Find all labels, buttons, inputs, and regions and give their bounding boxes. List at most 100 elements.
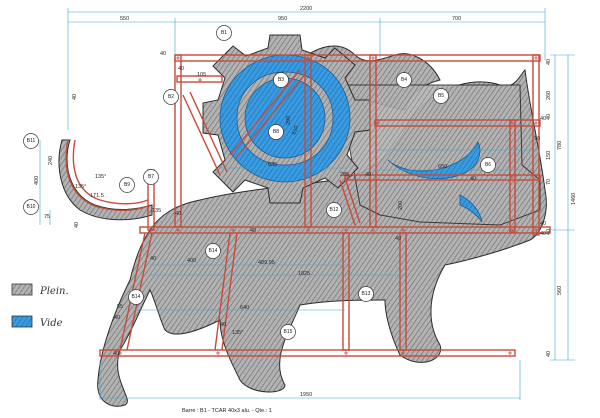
dimension-texts: 2200 550 950 700 1460 780 560 40 260 10 …: [34, 6, 577, 398]
svg-text:B9: B9: [124, 182, 130, 188]
joint-marker: [371, 228, 375, 232]
frame-bars: [65, 54, 551, 357]
bar-label-b8: B8: [268, 124, 284, 140]
frame-diag-b2: [182, 94, 221, 176]
frame-top-block: [176, 75, 223, 83]
dim-40m: 40: [540, 221, 546, 227]
dim-total-width: 2200: [300, 6, 312, 12]
dim-right-40d: 40: [546, 351, 552, 357]
frame-diag-b12: [339, 179, 356, 226]
dim-right-260: 260: [546, 91, 552, 100]
svg-text:B15: B15: [284, 329, 293, 335]
drawing-caption: Barre : B1 - TCAR 40x3 alu. - Qte.: 1: [182, 408, 272, 414]
dim-40d: 40: [220, 322, 226, 328]
dim-left-240: 240: [48, 156, 54, 165]
dim-55: 55: [117, 304, 123, 310]
leg-b14-2: [221, 232, 238, 351]
dim-left-75: 75: [44, 214, 50, 220]
joint-markers: [118, 56, 538, 355]
legend-vide-swatch: [11, 315, 33, 328]
dimension-lines: [39, 8, 575, 400]
dim-40j: 40: [395, 236, 401, 242]
joint-marker: [401, 228, 405, 232]
joint-marker: [401, 351, 405, 355]
dim-640: 640: [240, 305, 249, 311]
leg-right: [399, 232, 407, 351]
joint-marker: [344, 351, 348, 355]
bar-label-b13: B13: [358, 286, 374, 302]
joint-marker: [508, 351, 512, 355]
angle-135a: 135°: [95, 174, 106, 180]
dim-40h: 40: [470, 176, 476, 182]
svg-text:B4: B4: [401, 77, 407, 83]
dim-1950: 1950: [300, 392, 312, 398]
frame-upper-right: [374, 119, 541, 127]
joint-marker: [198, 78, 202, 82]
bar-label-b14-b: B14: [128, 289, 144, 305]
dim-40g: 40: [250, 228, 256, 234]
dim-650: 650: [438, 164, 447, 170]
dim-1825: 1825: [298, 271, 310, 277]
dim-200: 200: [398, 201, 404, 210]
joint-marker: [510, 175, 514, 179]
frame-right-upright1: [369, 54, 377, 228]
svg-text:B10: B10: [27, 204, 36, 210]
frame-left-upright: [174, 54, 182, 228]
joint-marker: [534, 121, 538, 125]
joint-marker: [510, 228, 514, 232]
joint-marker: [376, 121, 380, 125]
joint-marker: [534, 56, 538, 60]
bar-label-b7: B7: [143, 169, 159, 185]
gear-blue-ring: [219, 54, 351, 183]
dim-40e: 40: [178, 66, 184, 72]
frame-bottom-bar: [99, 349, 516, 357]
bar-label-b14-a: B14: [205, 243, 221, 259]
joint-marker: [346, 175, 350, 179]
joint-marker: [148, 228, 152, 232]
svg-text:B14: B14: [209, 248, 218, 254]
dim-right-70: 70: [546, 179, 552, 185]
svg-text:B7: B7: [148, 174, 154, 180]
frame-right-upright3: [509, 119, 516, 233]
bar-label-b12: B12: [326, 202, 342, 218]
bar-label-b6: B6: [480, 157, 496, 173]
dim-left-40b: 40: [74, 222, 80, 228]
svg-text:B3: B3: [278, 77, 284, 83]
bar-label-b1: B1: [216, 25, 232, 41]
dim-right-150: 150: [546, 151, 552, 160]
dim-right-40e: 40: [540, 231, 546, 237]
bar-label-b5: B5: [433, 88, 449, 104]
bar-label-b10: B10: [23, 199, 39, 215]
dim-right-40c: 40: [546, 229, 552, 235]
tail-bar-inner: [72, 139, 149, 205]
dim-171: 171.5: [90, 193, 104, 199]
dim-left-400: 400: [34, 176, 40, 185]
dim-510: 510: [291, 125, 300, 136]
legend: Plein. Vide: [11, 283, 69, 329]
leg-b13: [342, 232, 350, 351]
svg-text:B13: B13: [362, 291, 371, 297]
joint-marker: [231, 228, 235, 232]
joint-marker: [371, 56, 375, 60]
joint-marker: [176, 228, 180, 232]
bar-label-b11: B11: [23, 133, 39, 149]
angle-135c: 135°: [232, 330, 243, 336]
leg-b14-1: [214, 232, 231, 351]
joint-marker: [306, 56, 310, 60]
bar-label-b4: B4: [396, 72, 412, 88]
dim-105: 105: [197, 72, 206, 78]
joint-marker: [216, 351, 220, 355]
dim-lower-height: 560: [557, 286, 563, 295]
dim-40f: 40: [113, 351, 119, 357]
tail-bar: [65, 139, 151, 212]
svg-text:B1: B1: [221, 30, 227, 36]
angle-135b: 135°: [75, 184, 86, 190]
svg-text:B2: B2: [168, 94, 174, 100]
svg-text:B8: B8: [273, 129, 279, 135]
svg-text:B12: B12: [330, 207, 339, 213]
joint-marker: [306, 228, 310, 232]
legend-plein: Plein.: [11, 283, 69, 297]
joint-marker: [118, 351, 122, 355]
dim-400: 400: [187, 258, 196, 264]
dim-left-40: 40: [72, 94, 78, 100]
